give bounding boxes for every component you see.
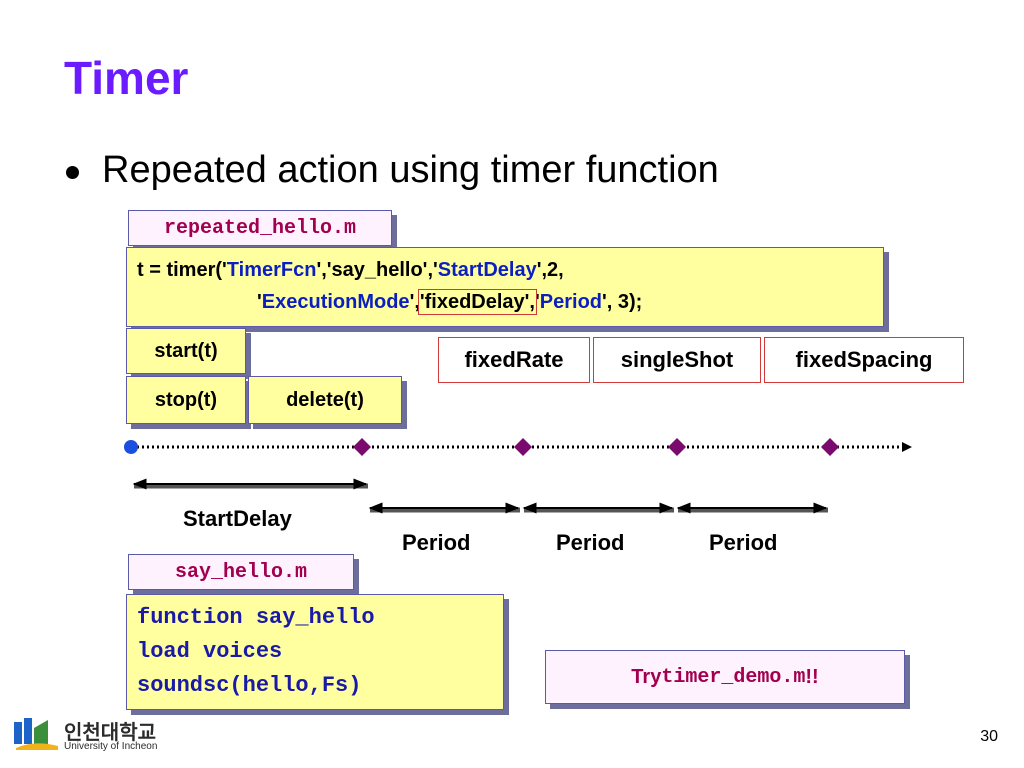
university-logo-icon — [14, 718, 58, 750]
mode-box-singleshot: singleShot — [593, 337, 761, 383]
university-logo-english: University of Incheon — [64, 741, 158, 752]
timer-code-box: t = timer('TimerFcn','say_hello','StartD… — [126, 247, 884, 327]
start-command-box: start(t) — [126, 328, 246, 374]
timeline-event-marker-3 — [668, 438, 686, 456]
mode-singleshot-text: singleShot — [620, 347, 734, 372]
timer-code-fixeddelay-highlight: 'fixedDelay', — [417, 289, 538, 315]
timer-code-t2a: ' — [257, 291, 262, 313]
timer-code-line-2: 'ExecutionMode','fixedDelay','Period', 3… — [257, 288, 642, 316]
timeline-event-marker-1 — [353, 438, 371, 456]
timer-code-t2c: ', — [409, 291, 420, 313]
try-demo-box: Try timer_demo.m!! — [545, 650, 905, 704]
page-number: 30 — [980, 728, 998, 745]
timer-code-t1e: ',2, — [536, 259, 564, 281]
university-logo: 인천대학교 University of Incheon — [14, 716, 214, 756]
try-prefix: Try — [631, 665, 662, 688]
say-hello-code-line-3: soundsc(hello,Fs) — [137, 673, 362, 698]
timer-code-line-1: t = timer('TimerFcn','say_hello','StartD… — [137, 256, 564, 284]
delete-command-box: delete(t) — [248, 376, 402, 424]
timer-code-param-executionmode: ExecutionMode — [261, 291, 410, 313]
bullet-dot — [66, 166, 79, 179]
university-logo-korean: 인천대학교 — [64, 720, 156, 744]
slide-title: Timer — [64, 52, 189, 104]
timer-code-param-startdelay: StartDelay — [437, 259, 537, 281]
period-label-2: Period — [556, 530, 625, 555]
mode-box-fixedspacing: fixedSpacing — [764, 337, 964, 383]
bullet-text: Repeated action using timer function — [102, 149, 719, 191]
mode-box-fixedrate: fixedRate — [438, 337, 590, 383]
mode-fixedrate-text: fixedRate — [464, 347, 564, 372]
timeline-event-marker-2 — [514, 438, 532, 456]
file-label-repeated-hello-text: repeated_hello.m — [163, 216, 357, 240]
period-label-3: Period — [709, 530, 778, 555]
mode-fixedspacing-text: fixedSpacing — [795, 347, 933, 372]
say-hello-code-box: function say_hello load voices soundsc(h… — [126, 594, 504, 710]
start-command-text: start(t) — [154, 339, 218, 362]
try-suffix: !! — [805, 665, 819, 688]
say-hello-code-line-2: load voices — [137, 639, 283, 664]
timer-code-param-period: Period — [539, 291, 603, 313]
file-label-say-hello-text: say_hello.m — [174, 560, 308, 584]
timer-code-t2g: ', 3); — [602, 291, 643, 313]
stop-command-text: stop(t) — [154, 388, 218, 411]
period-label-1: Period — [402, 530, 471, 555]
try-demo-file: timer_demo.m — [661, 665, 806, 689]
timer-code-t1a: t = timer(' — [137, 259, 227, 281]
delete-command-text: delete(t) — [286, 388, 364, 411]
timer-code-param-timerfcn: TimerFcn — [226, 259, 317, 281]
timeline-event-marker-4 — [821, 438, 839, 456]
timeline-arrowhead — [902, 442, 912, 452]
say-hello-code-line-1: function say_hello — [137, 605, 375, 630]
start-delay-label: StartDelay — [183, 506, 292, 531]
timer-code-t1c: ','say_hello',' — [316, 259, 438, 281]
timer-code-t2e: ' — [535, 291, 540, 313]
file-label-repeated-hello: repeated_hello.m — [128, 210, 392, 246]
stop-command-box: stop(t) — [126, 376, 246, 424]
file-label-say-hello: say_hello.m — [128, 554, 354, 590]
timeline-start-dot — [124, 440, 138, 454]
